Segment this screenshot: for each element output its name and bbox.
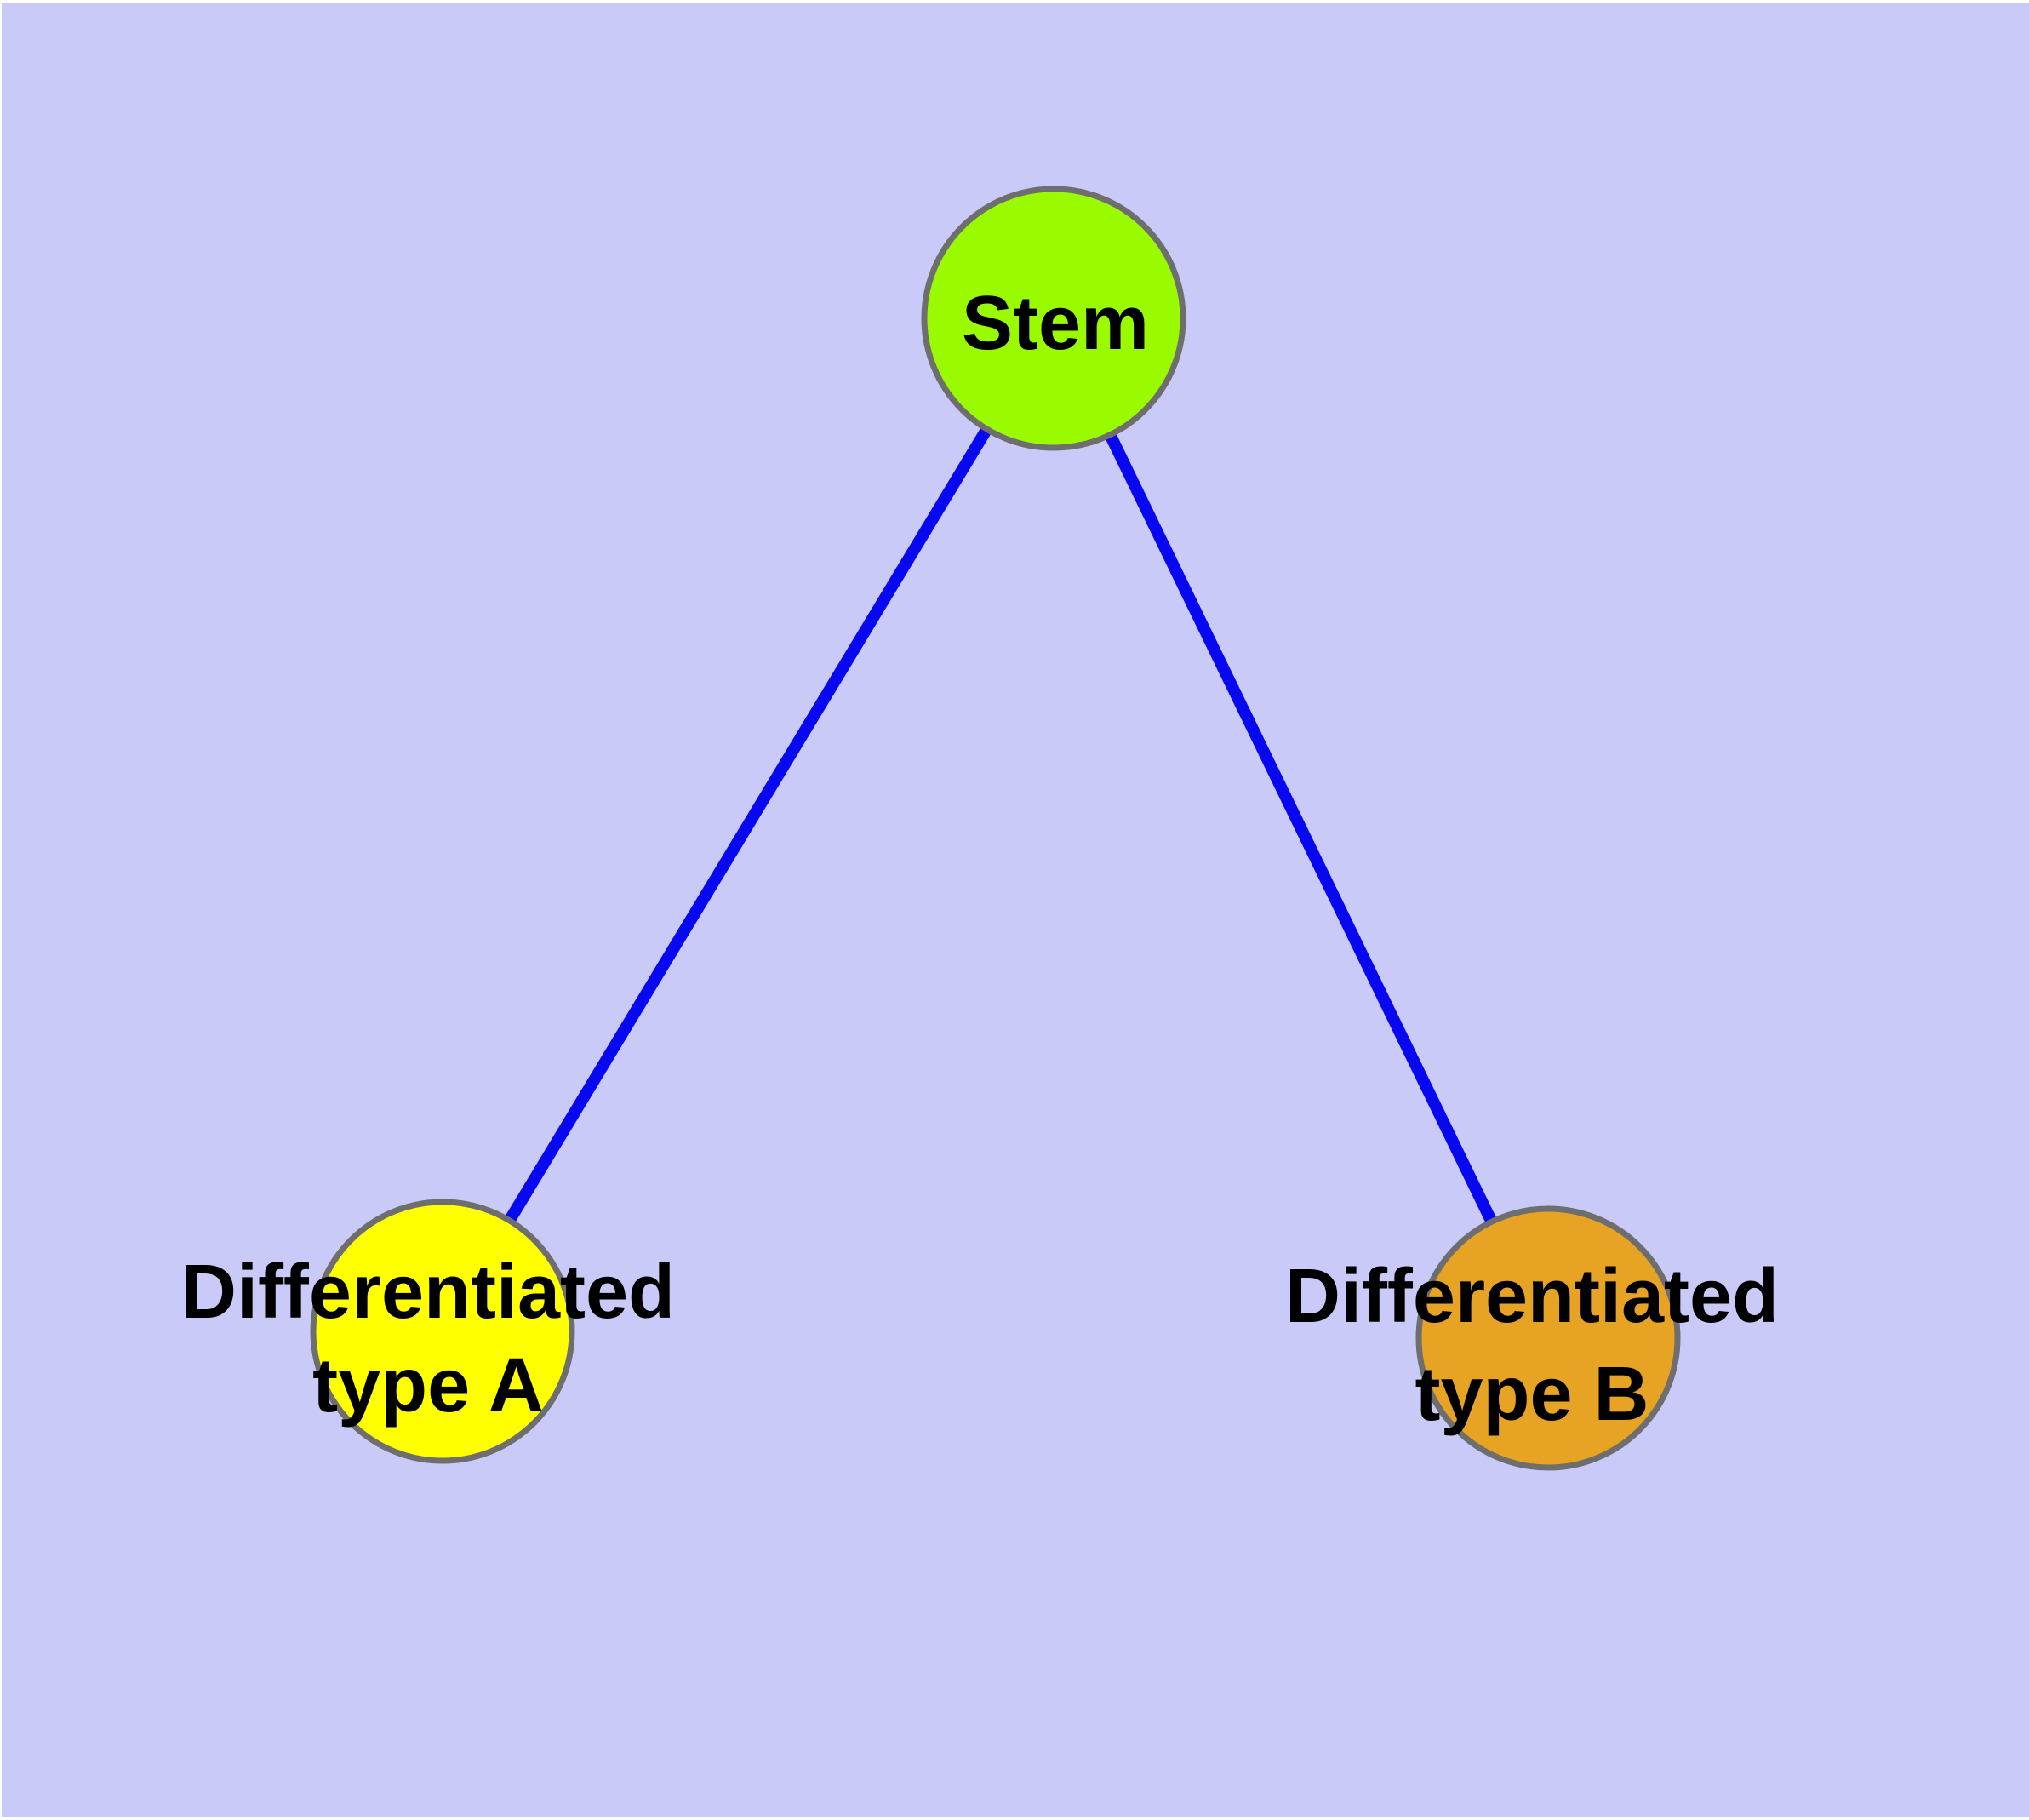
node-type-a-label-line1: Differentiated xyxy=(181,1250,675,1335)
node-stem-label: Stem xyxy=(962,281,1149,366)
edge-stem-to-type-b xyxy=(1048,315,1554,1342)
node-type-b-label-line2: type B xyxy=(1415,1352,1649,1437)
node-type-b-circle xyxy=(1415,1205,1681,1471)
edge-stem-to-type-a xyxy=(437,315,1059,1335)
node-type-a-label-line2: type A xyxy=(312,1343,544,1428)
node-type-b-label-line1: Differentiated xyxy=(1285,1254,1779,1339)
node-type-a-circle xyxy=(310,1199,575,1464)
node-stem-circle xyxy=(921,186,1186,451)
